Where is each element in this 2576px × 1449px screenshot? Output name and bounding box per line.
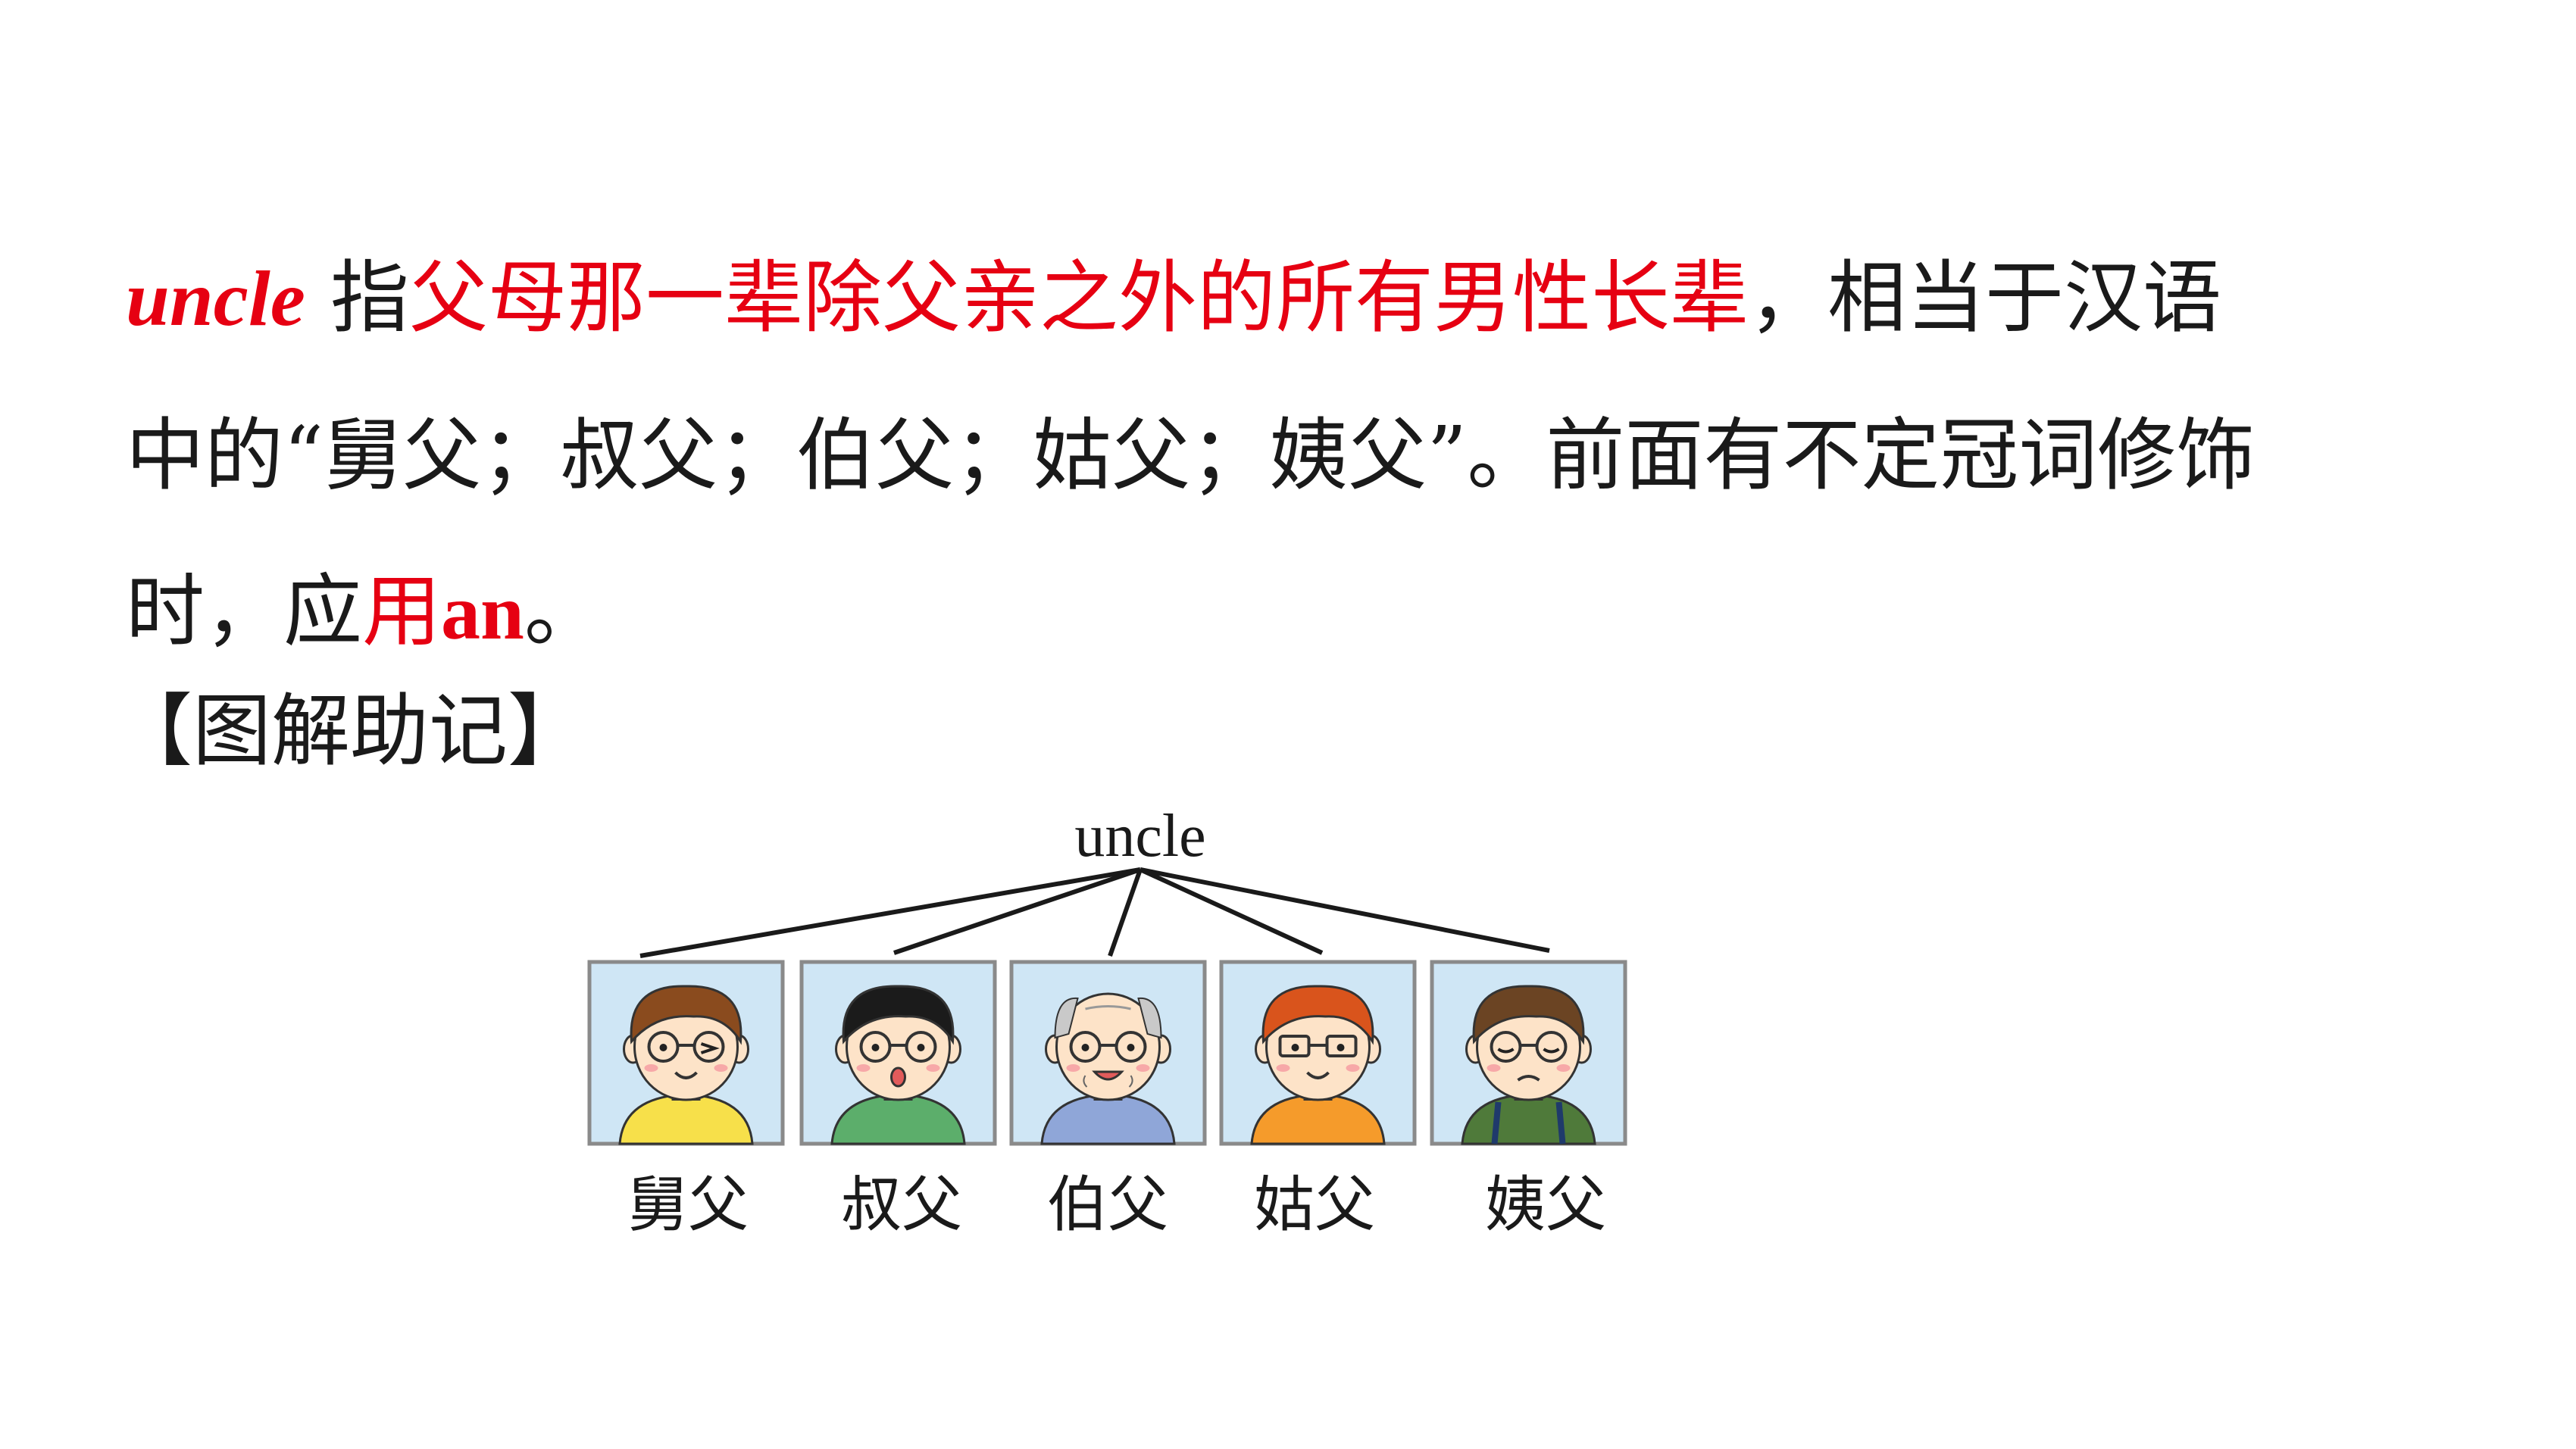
uncle-label: 叔父 bbox=[841, 1170, 962, 1240]
connector-line bbox=[1108, 869, 1143, 957]
uncle-panel bbox=[587, 960, 785, 1146]
uncle-panel bbox=[1430, 960, 1627, 1146]
definition-line1-tail: ，相当于汉语 bbox=[1748, 251, 2221, 344]
article-highlight-cn: 用 bbox=[362, 565, 442, 657]
uncle-label: 伯父 bbox=[1047, 1170, 1168, 1240]
face-portrait-icon bbox=[1250, 985, 1386, 1145]
definition-line-3: 时，应用an。 bbox=[126, 533, 2490, 691]
diagram-root-label: uncle bbox=[1074, 803, 1205, 870]
memory-aid-heading: 【图解助记】 bbox=[114, 685, 587, 777]
face-portrait-icon bbox=[830, 985, 966, 1145]
article-highlight-en: an bbox=[441, 569, 524, 656]
uncle-label: 舅父 bbox=[627, 1170, 749, 1240]
connector-line bbox=[639, 867, 1141, 958]
definition-connector: 指 bbox=[305, 251, 409, 344]
uncle-panel bbox=[1009, 960, 1207, 1146]
diagram-panels: 舅父 叔父 伯父 姑父 姨父 bbox=[587, 960, 1627, 1240]
uncle-label: 姨父 bbox=[1485, 1170, 1606, 1240]
face-portrait-icon bbox=[618, 985, 754, 1145]
uncle-panel bbox=[799, 960, 997, 1146]
definition-line-2: 中的“舅父；叔父；伯父；姑父；姨父”。前面有不定冠词修饰 bbox=[126, 409, 2256, 501]
diagram-connectors bbox=[639, 867, 1550, 958]
uncle-label: 姑父 bbox=[1254, 1170, 1375, 1240]
definition-line3-head: 时，应 bbox=[126, 565, 363, 657]
connector-line bbox=[1140, 867, 1550, 953]
definition-line-1: uncle 指父母那一辈除父亲之外的所有男性长辈，相当于汉语 bbox=[126, 220, 2490, 377]
connector-line bbox=[893, 867, 1141, 955]
face-portrait-icon bbox=[1461, 985, 1596, 1145]
face-portrait-icon bbox=[1040, 992, 1176, 1145]
vocab-word: uncle bbox=[126, 255, 305, 342]
connector-line bbox=[1139, 867, 1324, 955]
definition-line3-tail: 。 bbox=[524, 565, 603, 657]
definition-paragraph: uncle 指父母那一辈除父亲之外的所有男性长辈，相当于汉语 中的“舅父；叔父；… bbox=[126, 220, 2490, 691]
definition-highlight: 父母那一辈除父亲之外的所有男性长辈 bbox=[408, 251, 1749, 344]
uncle-panel bbox=[1219, 960, 1417, 1146]
